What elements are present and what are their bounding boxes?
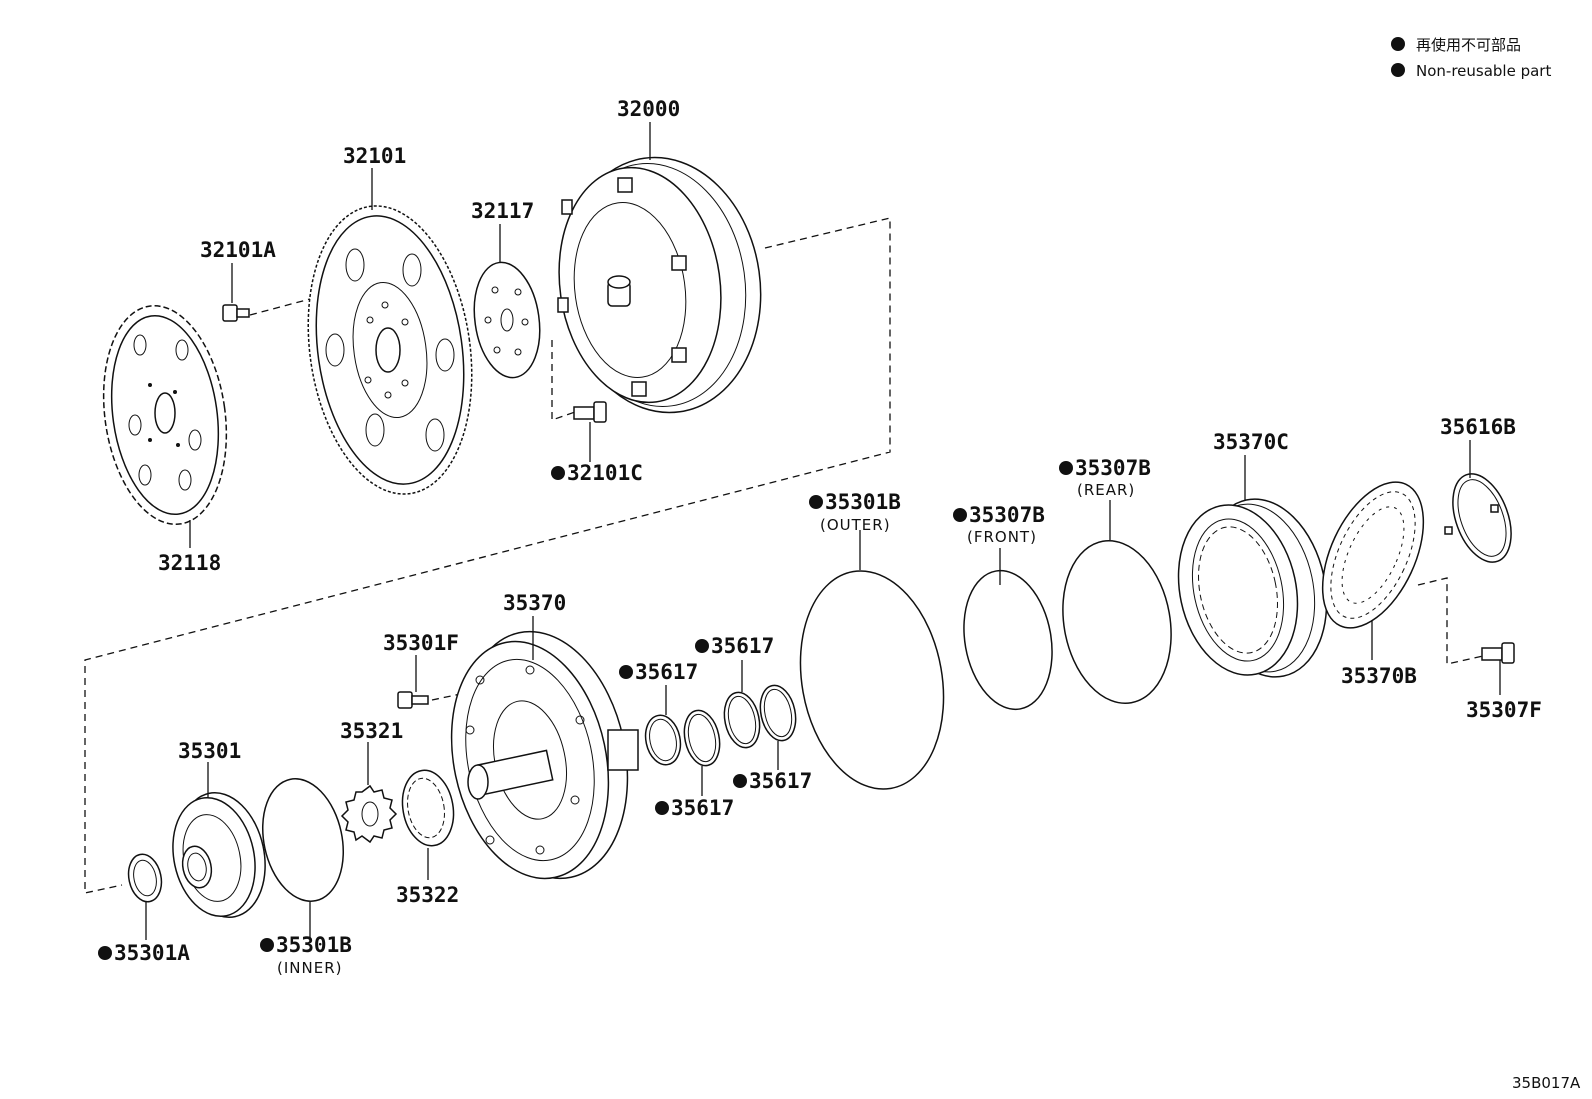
part-35617-seal-rings (644, 684, 797, 767)
non-reusable-dot-icon (695, 639, 709, 653)
label-35301A: 35301A (114, 941, 190, 965)
part-35301A-oil-seal (127, 853, 163, 903)
label-32000: 32000 (617, 97, 680, 121)
label-35307F: 35307F (1466, 698, 1542, 722)
label-35301B-outer: 35301B (825, 490, 901, 514)
part-32101C-bolt (573, 401, 607, 423)
label-35307B-rear: 35307B (1075, 456, 1151, 480)
label-35321: 35321 (340, 719, 403, 743)
non-reusable-dot-icon (98, 946, 112, 960)
part-35301B-outer-o-ring (799, 570, 945, 790)
label-35370B: 35370B (1341, 664, 1417, 688)
label-35617-d: 35617 (749, 769, 812, 793)
diagram-code: 35B017A (1512, 1074, 1581, 1092)
label-35617-a: 35617 (635, 660, 698, 684)
label-32101A: 32101A (200, 238, 276, 262)
legend: 再使用不可部品 Non-reusable part (1391, 36, 1551, 80)
non-reusable-dot-icon (1391, 37, 1405, 51)
label-35307B-front: 35307B (969, 503, 1045, 527)
part-35370B-plate (1321, 481, 1425, 629)
part-35307B-front-o-ring (963, 569, 1053, 711)
non-reusable-dot-icon (1059, 461, 1073, 475)
label-35617-b: 35617 (711, 634, 774, 658)
non-reusable-dot-icon (733, 774, 747, 788)
non-reusable-dot-icon (260, 938, 274, 952)
legend-jp: 再使用不可部品 (1416, 36, 1521, 54)
non-reusable-dot-icon (551, 466, 565, 480)
part-32118-drive-plate (102, 305, 228, 525)
label-35616B: 35616B (1440, 415, 1516, 439)
label-35322: 35322 (396, 883, 459, 907)
part-32101-ring-gear (307, 205, 473, 495)
part-35322-driven-gear (401, 769, 455, 847)
legend-en: Non-reusable part (1416, 62, 1551, 80)
part-32000-torque-converter (557, 156, 762, 414)
part-35307F-bolt (1481, 642, 1515, 664)
part-35301B-inner-o-ring (261, 778, 345, 902)
part-32117-plate (473, 261, 541, 379)
label-35370: 35370 (503, 591, 566, 615)
part-35307B-rear-o-ring (1062, 539, 1172, 705)
label-32101: 32101 (343, 144, 406, 168)
part-35370C-drum (1177, 498, 1328, 678)
part-32101A-bolt (222, 304, 250, 322)
label-35307B-rear-note: (REAR) (1077, 481, 1135, 499)
non-reusable-dot-icon (619, 665, 633, 679)
non-reusable-dot-icon (809, 495, 823, 509)
part-35301F-bolt (397, 691, 429, 709)
label-35370C: 35370C (1213, 430, 1289, 454)
non-reusable-dot-icon (1391, 63, 1405, 77)
label-32117: 32117 (471, 199, 534, 223)
label-32118: 32118 (158, 551, 221, 575)
non-reusable-dot-icon (953, 508, 967, 522)
part-35370-pump-body (450, 630, 639, 880)
part-35321-drive-gear (340, 784, 398, 844)
label-32101C: 32101C (567, 461, 643, 485)
part-35616B-ring (1444, 473, 1512, 563)
label-35617-c: 35617 (671, 796, 734, 820)
label-35301F: 35301F (383, 631, 459, 655)
non-reusable-dot-icon (655, 801, 669, 815)
label-35301B-outer-note: (OUTER) (820, 516, 891, 534)
label-35307B-front-note: (FRONT) (967, 528, 1037, 546)
label-35301B-inner: 35301B (276, 933, 352, 957)
label-35301B-inner-note: (INNER) (277, 959, 342, 977)
part-35301-pump-cover (172, 792, 266, 918)
label-35301: 35301 (178, 739, 241, 763)
